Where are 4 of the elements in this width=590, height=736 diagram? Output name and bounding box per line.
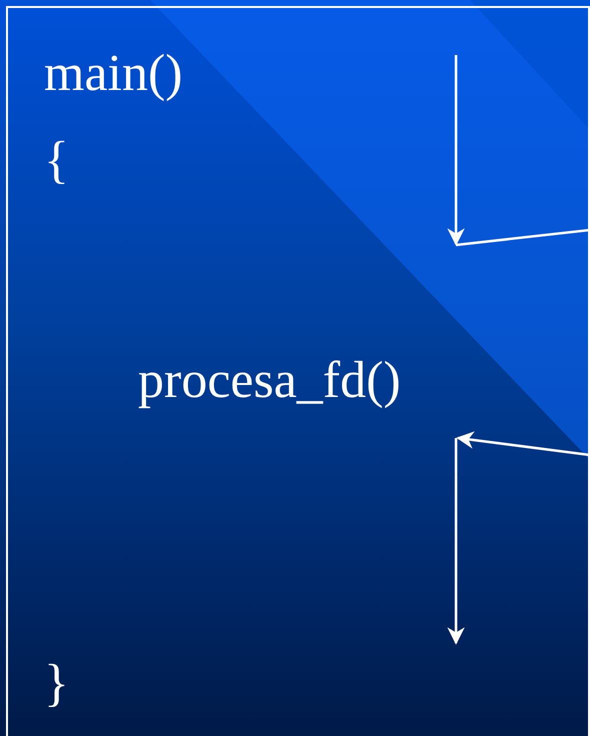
brace: } <box>44 658 69 710</box>
function-signature: main() <box>44 48 183 100</box>
function-call: procesa_fd() <box>138 355 401 407</box>
brace: { <box>44 135 69 187</box>
